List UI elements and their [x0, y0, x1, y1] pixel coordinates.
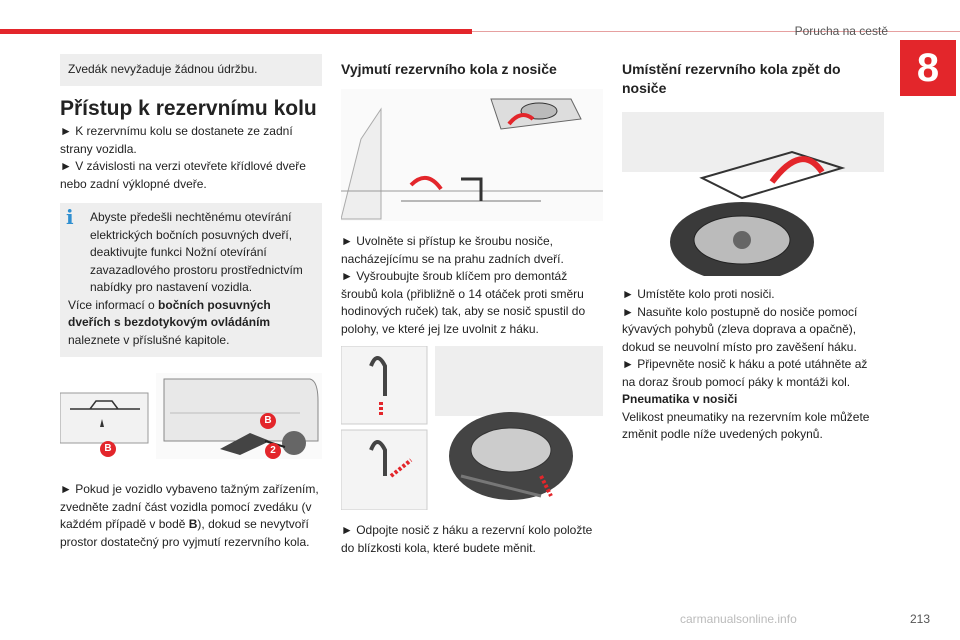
figure-unscrew [341, 89, 603, 221]
bullet-release: ► Uvolněte si přístup ke šroubu nosiče, … [341, 234, 564, 266]
figure-unhook [341, 346, 603, 510]
bullet-slide-wheel: ► Nasuňte kolo postupně do nosiče pomocí… [622, 304, 858, 354]
info-link-sliding-doors: bočních posuvných dveřích s bezdotykovým… [68, 297, 271, 330]
bullet-open-doors: ► V závislosti na verzi otevřete křídlov… [60, 159, 306, 191]
unhook-illustration [341, 346, 603, 510]
refit-illustration [622, 112, 884, 276]
bullet-place-wheel: ► Umístěte kolo proti nosiči. [622, 287, 775, 301]
badge-b-left: B [100, 441, 116, 457]
maintenance-note: Zvedák nevyžaduje žádnou údržbu. [60, 54, 322, 86]
bullet-unscrew: ► Vyšroubujte šroub klíčem pro demontáž … [341, 269, 586, 336]
figure-jack-points: B B 2 [60, 371, 322, 461]
badge-b-right: B [260, 413, 276, 429]
bullet-access-rear: ► K rezervnímu kolu se dostanete ze zadn… [60, 124, 293, 156]
carrier-illustration [341, 89, 603, 221]
top-accent-bar [0, 29, 472, 34]
section-title: Porucha na cestě [794, 24, 888, 38]
chapter-number: 8 [900, 40, 956, 96]
subheading-tyre: Pneumatika v nosiči [622, 392, 738, 406]
column-right: Umístění rezervního kola zpět do nosiče … [622, 54, 884, 444]
watermark: carmanualsonline.info [680, 612, 797, 626]
info-icon: i [66, 205, 74, 229]
top-divider-line [472, 31, 960, 32]
heading-remove: Vyjmutí rezervního kola z nosiče [341, 61, 557, 77]
page-number: 213 [909, 612, 930, 626]
info-more: Více informací o bočních posuvných dveří… [68, 297, 271, 347]
column-left: Zvedák nevyžaduje žádnou údržbu. Přístup… [60, 54, 322, 551]
heading-refit: Umístění rezervního kola zpět do nosiče [622, 61, 841, 96]
tyre-paragraph: Velikost pneumatiky na rezervním kole mů… [622, 409, 870, 442]
figure-refit [622, 112, 884, 276]
info-text: Abyste předešli nechtěnému otevírání ele… [90, 210, 303, 294]
heading-access: Přístup k rezervnímu kolu [60, 96, 317, 120]
bullet-towbar: ► Pokud je vozidlo vybaveno tažným zaříz… [60, 482, 319, 549]
column-middle: Vyjmutí rezervního kola z nosiče ► Uvoln… [341, 54, 603, 557]
badge-2: 2 [265, 443, 281, 459]
bullet-attach-carrier: ► Připevněte nosič k háku a poté utáhnět… [622, 357, 868, 389]
jack-illustration [60, 373, 322, 459]
bullet-unhook: ► Odpojte nosič z háku a rezervní kolo p… [341, 523, 593, 555]
info-box: i Abyste předešli nechtěnému otevírání e… [60, 203, 322, 357]
